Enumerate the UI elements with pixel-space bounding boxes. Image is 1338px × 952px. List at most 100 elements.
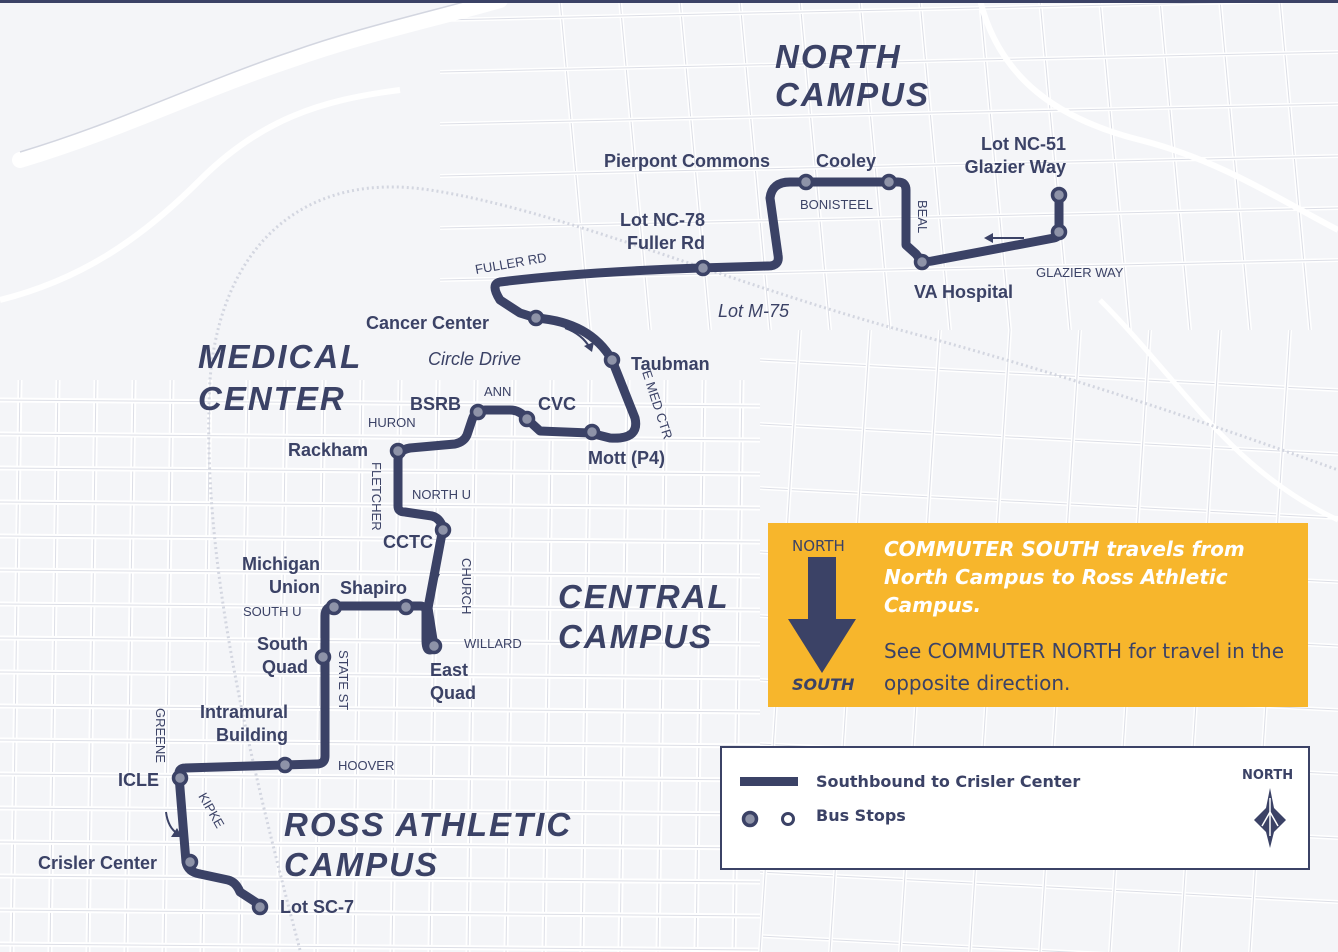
legend-stops-label: Bus Stops <box>816 806 906 825</box>
street-edge <box>0 739 761 747</box>
street-edge <box>439 51 1338 73</box>
bus-stop-east-quad[interactable] <box>425 637 443 655</box>
street-edge <box>239 379 249 952</box>
street-label-willard: WILLARD <box>464 636 522 651</box>
bus-stop-bsrb[interactable] <box>469 403 487 421</box>
top-border <box>0 0 1338 3</box>
bus-stop-shapiro[interactable] <box>397 598 415 616</box>
street-edge <box>277 379 287 952</box>
street-label-greene: GREENE <box>153 708 168 763</box>
street-edge <box>315 379 325 952</box>
street-edge <box>0 841 761 849</box>
bus-stops <box>171 173 1068 916</box>
street-edge <box>0 535 761 543</box>
direction-arrow-cctc <box>430 556 440 584</box>
street-edge <box>581 379 591 952</box>
street-edge <box>0 501 761 509</box>
street-edge <box>759 359 1338 391</box>
street-edge <box>0 467 761 475</box>
street-edge <box>505 379 515 952</box>
stop-label-cooley: Cooley <box>816 151 876 171</box>
street-edge <box>559 0 591 331</box>
stop-label-cctc: CCTC <box>383 532 433 552</box>
bus-stop-intramural-building[interactable] <box>276 756 294 774</box>
street-label-bonisteel: BONISTEEL <box>800 197 873 212</box>
street-edge <box>0 909 761 917</box>
south-arrow-icon <box>788 557 856 673</box>
stop-label-taubman: Taubman <box>631 354 710 374</box>
info-headline: COMMUTER SOUTH travels from North Campus… <box>884 537 1245 617</box>
direction-info-box: NORTH SOUTH COMMUTER SOUTH travels from … <box>768 523 1308 707</box>
direction-arrow-kipke <box>165 811 182 837</box>
street-edge <box>0 671 761 679</box>
southbound-route-line <box>174 177 1064 910</box>
place-label-lot-m-75: Lot M-75 <box>718 301 790 321</box>
bus-stop-cvc[interactable] <box>518 410 536 428</box>
street-edge <box>695 379 705 952</box>
road-curve <box>1098 298 1338 523</box>
street-edge <box>11 379 21 952</box>
bus-stop-taubman[interactable] <box>603 351 621 369</box>
street-edge <box>1039 0 1071 331</box>
street-edge <box>0 637 761 645</box>
info-body: See COMMUTER NORTH for travel in the opp… <box>884 639 1285 695</box>
stop-label-rackham: Rackham <box>288 440 368 460</box>
bus-stop-lot-sc-7[interactable] <box>251 898 269 916</box>
bus-stop-cooley[interactable] <box>880 173 898 191</box>
bus-stop-icle[interactable] <box>171 769 189 787</box>
stop-label-lot-sc-7: Lot SC-7 <box>280 897 354 917</box>
street-edge <box>125 379 135 952</box>
stop-label-bsrb: BSRB <box>410 394 461 414</box>
bus-stop-mott[interactable] <box>583 423 601 441</box>
direction-arrows <box>165 233 1024 837</box>
stop-label-mott: Mott (P4) <box>588 448 665 468</box>
bus-stop-cctc[interactable] <box>434 521 452 539</box>
street-label-beal: BEAL <box>915 200 930 233</box>
bus-stop-cancer-center[interactable] <box>527 309 545 327</box>
direction-arrow-circle-drive <box>564 327 594 352</box>
street-edge <box>739 0 771 331</box>
street-edge <box>201 379 211 952</box>
street-label-north-u: NORTH U <box>412 487 471 502</box>
street-edge <box>0 943 761 951</box>
street-edge <box>467 379 477 952</box>
stop-label-pierpont-commons: Pierpont Commons <box>604 151 770 171</box>
street-edge <box>759 487 1338 519</box>
bus-stop-glazier-way-stop[interactable] <box>1050 223 1068 241</box>
street-edge <box>0 875 761 883</box>
street-label-ann: ANN <box>484 384 511 399</box>
legend-bus-stop-icons <box>741 810 795 828</box>
stop-label-cvc: CVC <box>538 394 576 414</box>
legend-north-label: NORTH <box>1242 768 1294 783</box>
bus-stop-pierpont-commons[interactable] <box>797 173 815 191</box>
street-edge <box>49 379 59 952</box>
bus-stop-crisler-center[interactable] <box>181 853 199 871</box>
bus-stop-lot-nc-78[interactable] <box>694 259 712 277</box>
street-edge <box>1099 0 1131 331</box>
bus-stop-michigan-union[interactable] <box>325 598 343 616</box>
street-label-glazier-way: GLAZIER WAY <box>1036 265 1124 280</box>
bus-stop-lot-nc-51[interactable] <box>1050 186 1068 204</box>
street-edge <box>1219 0 1251 331</box>
street-edge <box>353 379 363 952</box>
street-edge <box>1159 0 1191 331</box>
street-label-hoover: HOOVER <box>338 758 394 773</box>
street-edge <box>0 569 761 577</box>
bus-stop-rackham[interactable] <box>389 442 407 460</box>
river-edge <box>19 0 474 153</box>
street-edge <box>1279 0 1311 331</box>
street-label-huron: HURON <box>368 415 416 430</box>
bus-stop-va-hospital[interactable] <box>913 253 931 271</box>
bus-stop-south-quad[interactable] <box>314 648 332 666</box>
direction-arrow-glazier <box>984 233 1024 243</box>
street-edge <box>0 705 761 713</box>
street-edge <box>429 379 439 952</box>
street-edge <box>759 871 1338 903</box>
